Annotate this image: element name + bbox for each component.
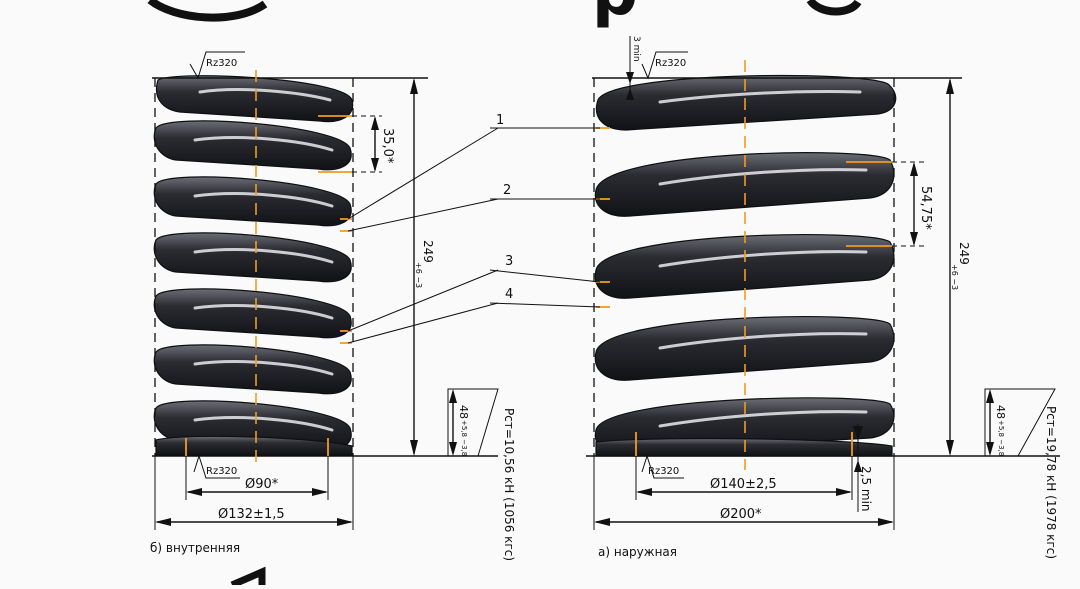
outer-gap-top-label: 3 min	[631, 36, 641, 62]
outer-caption: а) наружная	[598, 545, 677, 559]
inner-diam-inner-label: Ø90*	[245, 477, 279, 492]
inner-deflection-arrow-top	[449, 389, 457, 403]
inner-coil-4	[153, 232, 352, 283]
outer-pitch-label: 54,75*	[918, 186, 933, 230]
inner-pitch-arrow-bottom	[371, 158, 379, 172]
inner-coil-5	[153, 288, 352, 339]
outer-force-label: Pст=19,78 кН (1978 кгс)	[1044, 406, 1058, 559]
outer-highlight-2	[658, 168, 868, 186]
inner-pitch-label: 35,0*	[380, 128, 395, 164]
inner-coil-3	[153, 176, 352, 227]
inner-deflection-tolerance: +5,8 −3,8	[460, 420, 468, 456]
title-fragment: р	[592, 0, 638, 30]
inner-height-label: 249	[421, 240, 435, 263]
outer-diam-inner-label: Ø140±2,5	[710, 477, 777, 492]
outer-pitch-arrow-top	[910, 162, 918, 176]
outer-pitch-arrow-bottom	[910, 232, 918, 246]
outer-deflection-arrow-bottom	[986, 442, 994, 456]
bottom-glyph-fragment	[230, 566, 266, 589]
inner-deflection-arrow-bottom	[449, 442, 457, 456]
outer-height-tolerance: +6 −3	[950, 264, 959, 290]
callout-label-3: 3	[505, 254, 513, 269]
inner-diam-inner-arrow-right	[312, 488, 328, 496]
callout-leader-3-outer	[489, 269, 601, 283]
inner-highlight-5	[193, 304, 334, 320]
inner-spring: 35,0* 249 +6 −3 48 +5,8 −3,8 Pст=10,56 к…	[150, 51, 516, 561]
outer-diam-outer-arrow-left	[594, 518, 610, 526]
inner-force-label: Pст=10,56 кН (1056 кгс)	[502, 408, 516, 561]
inner-height-arrow-bottom	[410, 440, 418, 456]
outer-gap-bottom-arrow-up	[854, 460, 862, 472]
inner-roughness-bottom: Rz320	[206, 466, 237, 477]
inner-highlight-2	[193, 136, 334, 152]
outer-coil-1	[595, 74, 897, 131]
outer-gap-top-arrow-up	[626, 88, 634, 100]
inner-spring-coils	[153, 75, 354, 456]
outer-highlight-4	[658, 332, 868, 350]
callout-leader-1-inner	[347, 127, 499, 220]
outer-gap-top-arrow-down	[626, 72, 634, 84]
outer-diam-outer-label: Ø200*	[720, 507, 762, 522]
inner-height-tolerance: +6 −3	[414, 262, 423, 288]
outer-deflection-arrow-top	[986, 389, 994, 403]
inner-deflection-label: 48	[457, 405, 470, 419]
inner-highlight-3	[193, 192, 334, 208]
inner-highlight-4	[193, 248, 334, 264]
inner-diam-outer-arrow-left	[155, 518, 171, 526]
outer-highlight-3	[658, 250, 868, 268]
inner-roughness-top: Rz320	[206, 58, 237, 69]
callouts: 1 2 3 4	[347, 113, 601, 344]
inner-coil-6	[153, 344, 352, 395]
inner-diam-inner-arrow-left	[186, 488, 202, 496]
inner-deflection-triangle	[447, 388, 499, 457]
callout-label-1: 1	[496, 113, 504, 128]
inner-highlight-1	[198, 88, 332, 102]
inner-diam-outer-label: Ø132±1,5	[218, 507, 285, 522]
outer-diam-outer-arrow-right	[878, 518, 894, 526]
outer-deflection-label: 48	[994, 405, 1007, 419]
inner-diam-outer-arrow-right	[337, 518, 353, 526]
outer-spring-coils	[594, 74, 897, 457]
outer-highlight-1	[658, 90, 862, 104]
title-fragment-right	[806, 0, 862, 16]
outer-highlight-5	[658, 410, 868, 428]
outer-deflection-tolerance: +5,8 −3,8	[997, 420, 1005, 456]
inner-highlight-7	[193, 416, 334, 432]
callout-leader-4-outer	[489, 302, 601, 308]
outer-roughness-bottom-mark	[641, 454, 684, 479]
outer-diam-inner-arrow-left	[636, 488, 652, 496]
callout-label-2: 2	[503, 183, 511, 198]
inner-roughness-bottom-mark	[193, 454, 240, 479]
outer-coil-6	[595, 437, 893, 457]
inner-roughness-top-mark	[189, 51, 245, 80]
outer-height-label: 249	[957, 242, 971, 265]
outer-roughness-bottom: Rz320	[648, 466, 679, 477]
inner-pitch-arrow-top	[371, 116, 379, 130]
outer-height-arrow-top	[946, 78, 954, 94]
callout-leader-2-inner	[347, 198, 499, 232]
outer-gap-bottom-label: 2,5 min	[859, 466, 873, 512]
outer-roughness-top-mark	[641, 51, 688, 80]
title-fragment-left	[147, 0, 268, 22]
inner-highlight-6	[193, 360, 334, 376]
inner-coil-2	[153, 120, 352, 171]
inner-height-arrow-top	[410, 78, 418, 94]
outer-gap-bottom-arrow-down	[853, 426, 863, 440]
outer-height-arrow-bottom	[946, 440, 954, 456]
inner-coil-1	[156, 75, 354, 123]
outer-diam-inner-arrow-right	[836, 488, 852, 496]
outer-deflection-triangle	[984, 388, 1056, 457]
callout-leader-4-inner	[347, 302, 499, 344]
callout-leader-3-inner	[347, 269, 499, 332]
inner-coil-8	[155, 435, 353, 456]
outer-roughness-top: Rz320	[655, 58, 686, 69]
inner-caption: б) внутренняя	[150, 541, 240, 555]
outer-spring: 3 min 54,75* 249 +6 −3 48 +5,8 −3,8 Pст=…	[586, 36, 1060, 559]
callout-label-4: 4	[505, 287, 513, 302]
